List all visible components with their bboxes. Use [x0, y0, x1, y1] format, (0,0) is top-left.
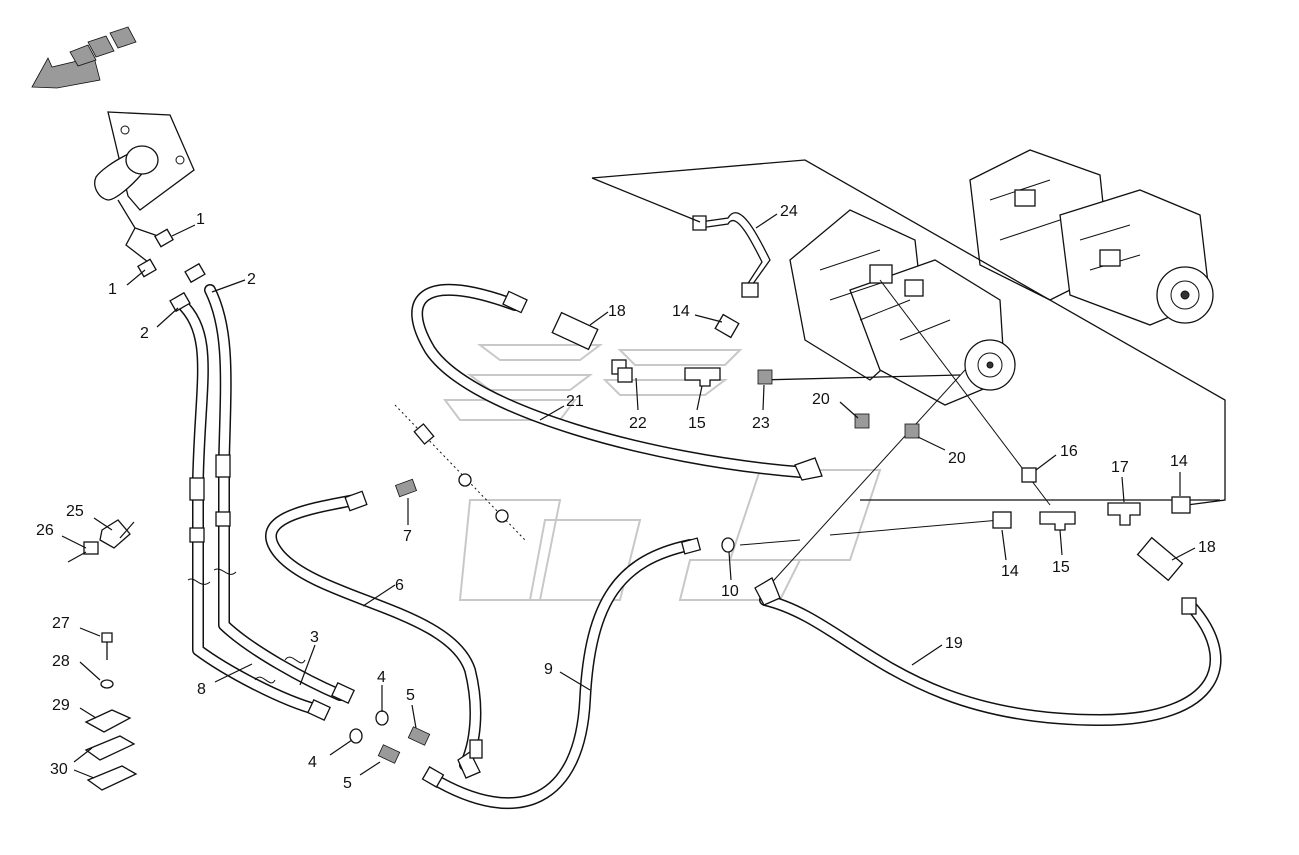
callout-10: 10	[721, 583, 739, 600]
callout-5: 5	[343, 775, 352, 792]
leader-lines	[61, 213, 1196, 779]
callout-8: 8	[197, 681, 206, 698]
callout-3: 3	[310, 629, 319, 646]
callout-14: 14	[1001, 563, 1019, 580]
callout-20: 20	[812, 391, 830, 408]
steering-unit	[94, 111, 195, 263]
callout-28: 28	[52, 653, 70, 670]
callout-24: 24	[780, 203, 798, 220]
callout-1: 1	[108, 281, 117, 298]
callout-16: 16	[1060, 443, 1078, 460]
callout-21: 21	[566, 393, 584, 410]
callout-6: 6	[395, 577, 404, 594]
callout-2: 2	[140, 325, 149, 342]
callout-22: 22	[629, 415, 647, 432]
callout-18: 18	[608, 303, 626, 320]
callout-27: 27	[52, 615, 70, 632]
callout-26: 26	[36, 522, 54, 539]
hoses	[174, 283, 1222, 809]
callout-17: 17	[1111, 459, 1129, 476]
callout-5: 5	[406, 687, 415, 704]
callout-9: 9	[544, 661, 553, 678]
direction-arrow-icon	[31, 26, 137, 89]
callout-14: 14	[672, 303, 690, 320]
valve-block-center	[789, 209, 1016, 406]
callout-29: 29	[52, 697, 70, 714]
pipe-24	[692, 212, 771, 289]
fittings	[83, 228, 1197, 788]
callout-15: 15	[688, 415, 706, 432]
callout-30: 30	[50, 761, 68, 778]
callout-1: 1	[196, 211, 205, 228]
clamp-assembly	[84, 632, 138, 791]
callout-23: 23	[752, 415, 770, 432]
callout-4: 4	[377, 669, 386, 686]
callout-7: 7	[403, 528, 412, 545]
break-marks	[187, 568, 306, 684]
callout-labels: 1 1 2 2 3 4 4 5 5 6 7 8 9 10 14 14 14 15…	[36, 203, 1216, 792]
callout-15: 15	[1052, 559, 1070, 576]
callout-2: 2	[247, 271, 256, 288]
callout-14: 14	[1170, 453, 1188, 470]
valve-block-right	[969, 149, 1214, 326]
callout-25: 25	[66, 503, 84, 520]
callout-19: 19	[945, 635, 963, 652]
callout-20: 20	[948, 450, 966, 467]
callout-4: 4	[308, 754, 317, 771]
outline-lines	[591, 159, 1226, 591]
callout-18: 18	[1198, 539, 1216, 556]
